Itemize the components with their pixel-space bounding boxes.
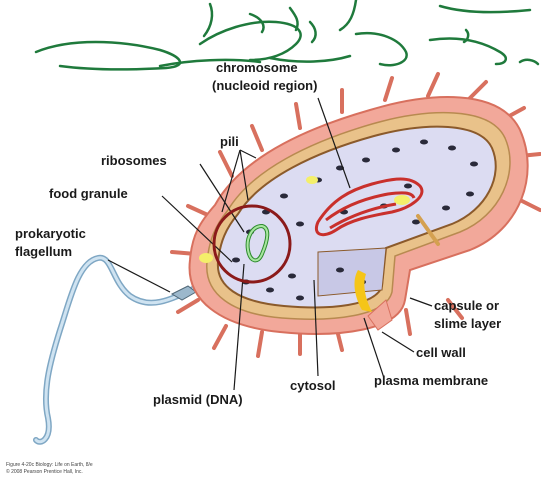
label-ribosomes: ribosomes: [101, 153, 167, 169]
label-slime-layer: slime layer: [434, 316, 501, 332]
label-nucleoid-region: (nucleoid region): [212, 78, 317, 94]
food-granule: [394, 195, 410, 205]
label-chromosome: chromosome: [216, 60, 298, 76]
label-capsule: capsule or: [434, 298, 499, 314]
label-flagellum: flagellum: [15, 244, 72, 260]
cutaway-face: [318, 248, 386, 296]
label-cytosol: cytosol: [290, 378, 336, 394]
flagellum: [36, 258, 195, 442]
label-prokaryotic: prokaryotic: [15, 226, 86, 242]
handwriting-annotation: [36, 0, 538, 69]
label-cell-wall: cell wall: [416, 345, 466, 361]
label-plasma-membrane: plasma membrane: [374, 373, 488, 389]
label-pili: pili: [220, 134, 239, 150]
label-plasmid: plasmid (DNA): [153, 392, 243, 408]
figure-caption-line2: © 2008 Pearson Prentice Hall, Inc.: [6, 469, 83, 475]
label-food-granule: food granule: [49, 186, 128, 202]
figure-caption-line1: Figure 4-20c Biology: Life on Earth, 8/e: [6, 462, 93, 468]
